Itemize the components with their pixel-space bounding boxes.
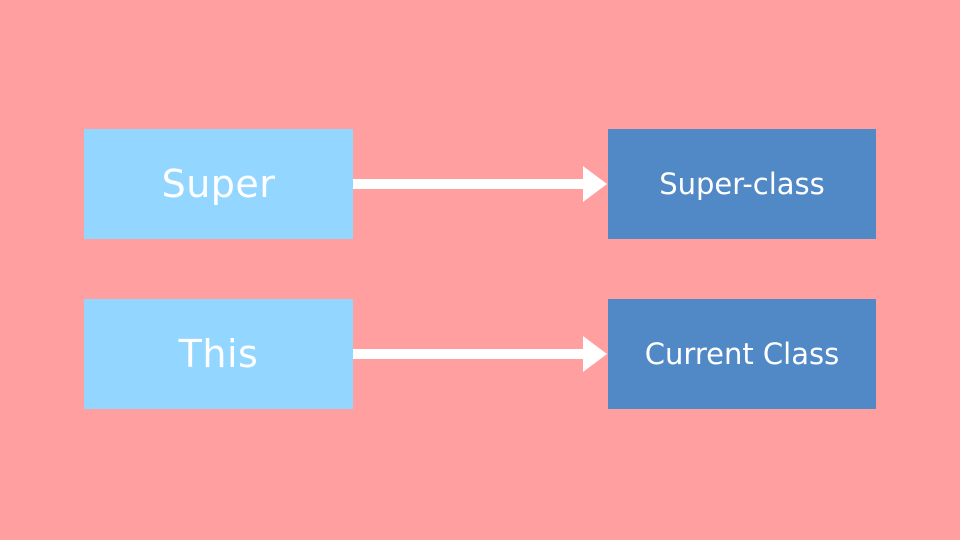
super-keyword-box: Super [84, 129, 353, 239]
super-class-label: Super-class [659, 167, 825, 201]
this-row: This Current Class [0, 299, 960, 409]
current-class-label: Current Class [644, 337, 840, 371]
arrow-right-icon [353, 336, 607, 372]
super-row: Super Super-class [0, 129, 960, 239]
arrow-right-icon [353, 166, 607, 202]
this-keyword-label: This [178, 332, 259, 376]
this-keyword-box: This [84, 299, 353, 409]
super-class-box: Super-class [608, 129, 876, 239]
super-keyword-label: Super [161, 162, 276, 206]
current-class-box: Current Class [608, 299, 876, 409]
